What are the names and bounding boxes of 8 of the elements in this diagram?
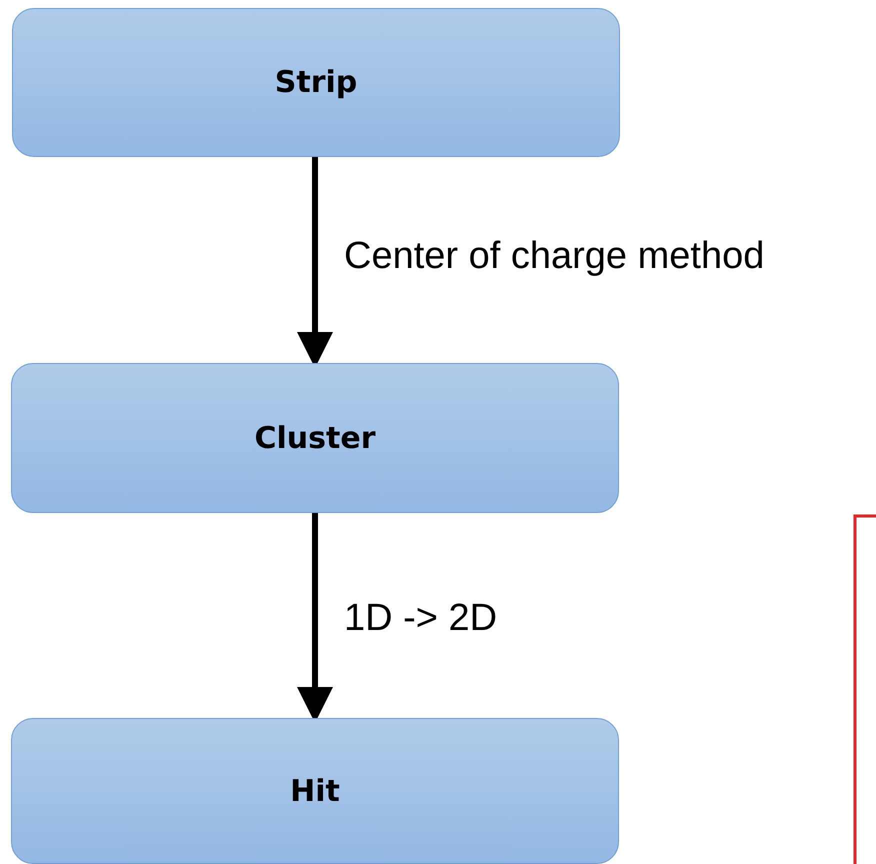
process-box — [11, 363, 619, 513]
process-box — [12, 8, 620, 157]
edge-label: Center of charge method — [344, 236, 764, 278]
box-label: Cluster — [254, 420, 376, 456]
process-box — [11, 718, 619, 864]
edge-label: 1D -> 2D — [344, 598, 498, 640]
box-label: Strip — [274, 65, 358, 100]
box-label: Hit — [290, 774, 340, 808]
